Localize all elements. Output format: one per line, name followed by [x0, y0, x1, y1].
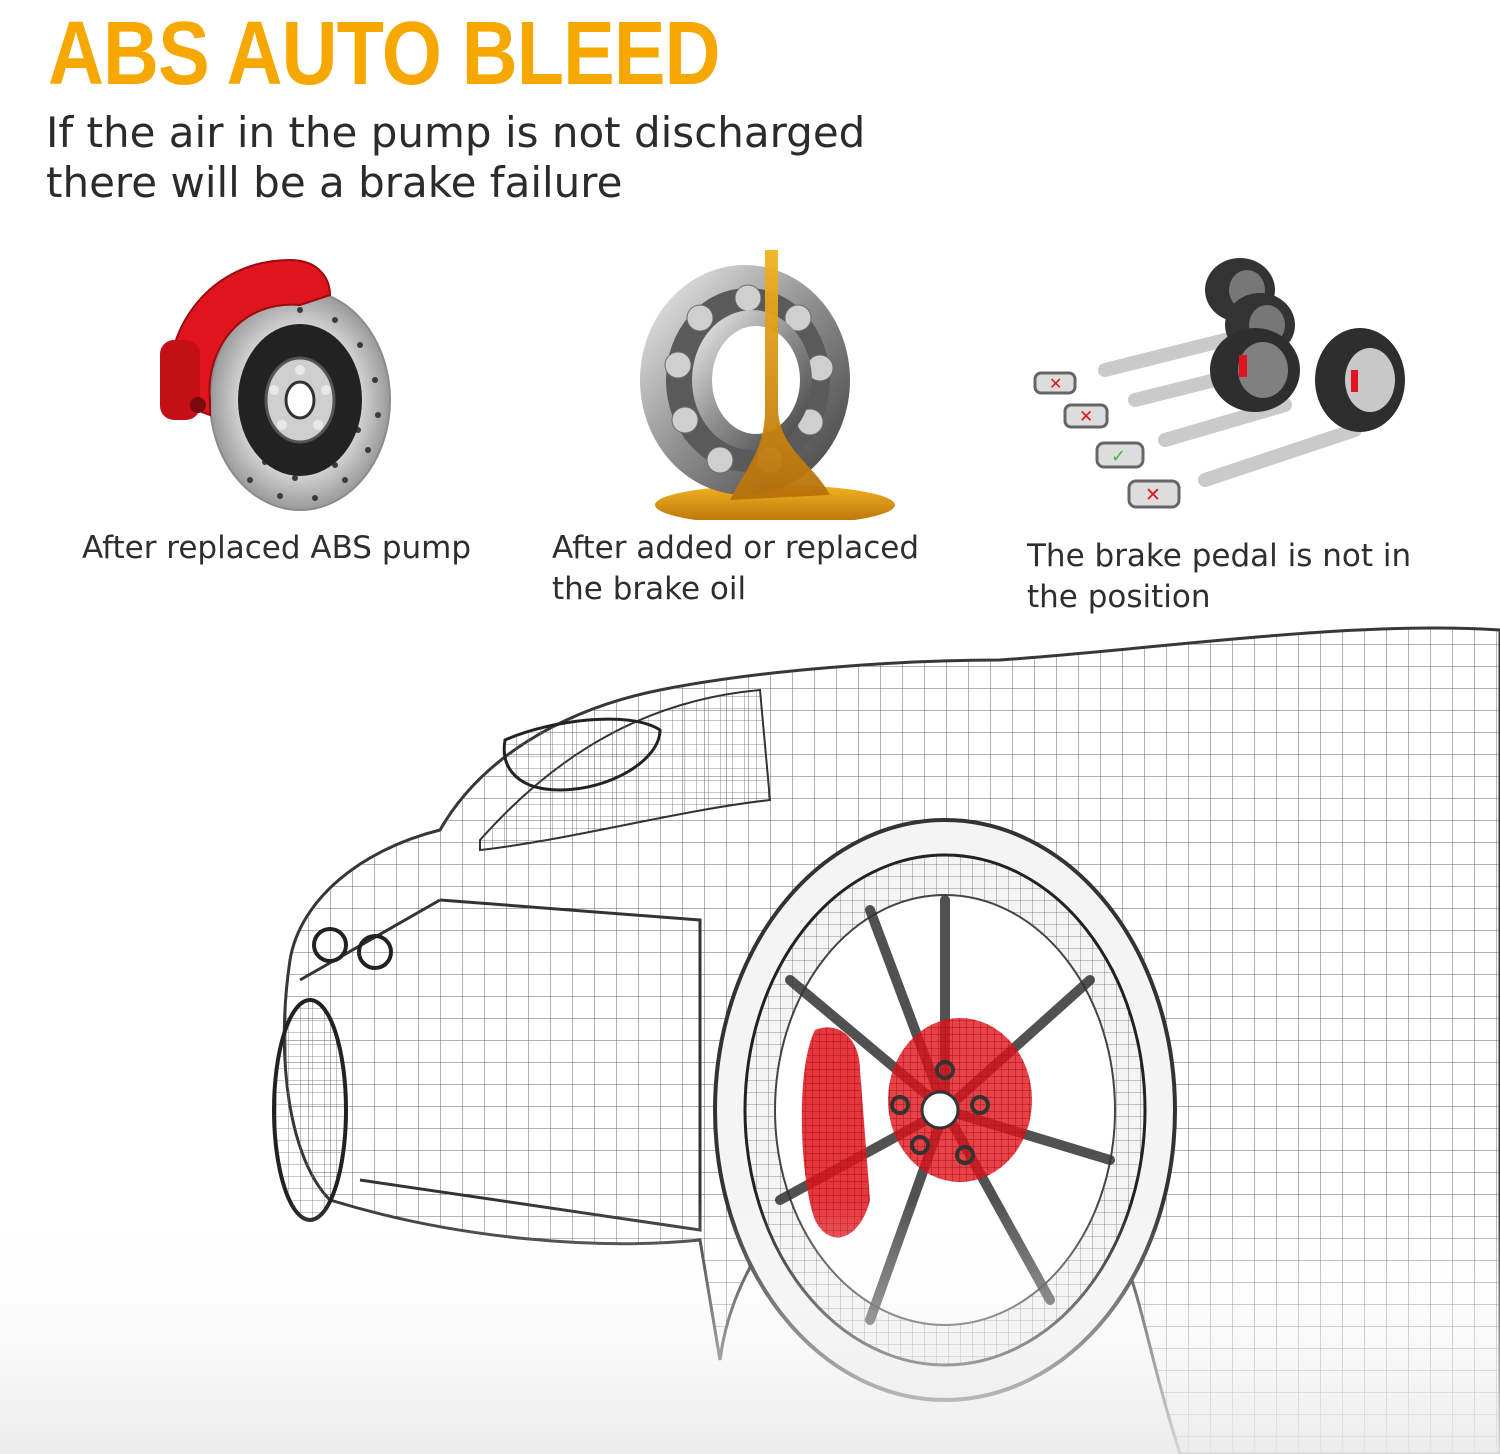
subtitle-line-2: there will be a brake failure: [46, 158, 623, 207]
svg-text:✕: ✕: [1049, 374, 1062, 393]
wireframe-car-illustration: [0, 626, 1500, 1454]
caption-brake-pedal-line-2: the position: [1027, 579, 1211, 615]
caption-brake-oil: After added or replaced the brake oil: [552, 528, 919, 610]
subtitle-line-1: If the air in the pump is not discharged: [46, 108, 866, 157]
wheels-checklist-icon: ✕ ✕ ✓ ✕: [1033, 258, 1405, 509]
wheels-checklist-feature: ✕ ✕ ✓ ✕: [1025, 255, 1415, 525]
caption-abs-pump: After replaced ABS pump: [82, 530, 472, 566]
page-subtitle: If the air in the pump is not discharged…: [46, 108, 946, 208]
caption-brake-pedal: The brake pedal is not in the position: [1027, 536, 1411, 618]
svg-text:✕: ✕: [1079, 407, 1093, 427]
bearing-oil-icon: [640, 250, 895, 520]
caption-brake-oil-line-1: After added or replaced: [552, 530, 920, 566]
caption-brake-oil-line-2: the brake oil: [552, 571, 747, 607]
page-title: ABS AUTO BLEED: [48, 4, 721, 104]
wheel-icon: [1205, 258, 1405, 432]
svg-text:✓: ✓: [1111, 446, 1126, 467]
brake-disc-icon: [160, 258, 391, 511]
bearing-oil-feature: [630, 250, 900, 520]
brake-disc-feature: [150, 250, 400, 520]
svg-text:✕: ✕: [1145, 484, 1161, 506]
caption-brake-pedal-line-1: The brake pedal is not in: [1027, 538, 1412, 574]
checklist-icon: ✕ ✕ ✓ ✕: [1033, 371, 1181, 509]
